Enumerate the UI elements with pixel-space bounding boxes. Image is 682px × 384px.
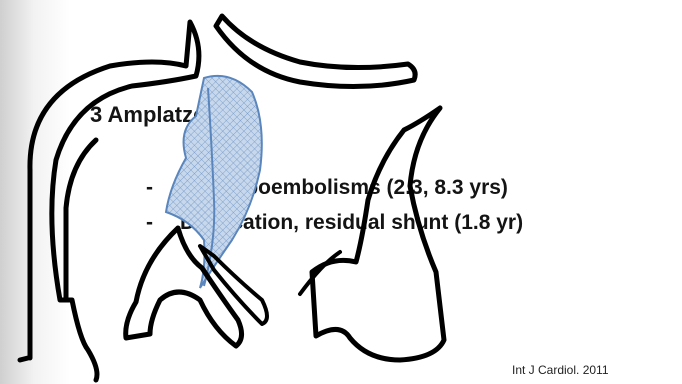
vessel-upper-segment — [216, 16, 415, 87]
ventricle-right — [312, 108, 444, 360]
ventricle-fold — [300, 252, 340, 294]
heart-inner-column — [66, 140, 96, 300]
citation-text: Int J Cardiol. 2011 — [512, 363, 609, 377]
